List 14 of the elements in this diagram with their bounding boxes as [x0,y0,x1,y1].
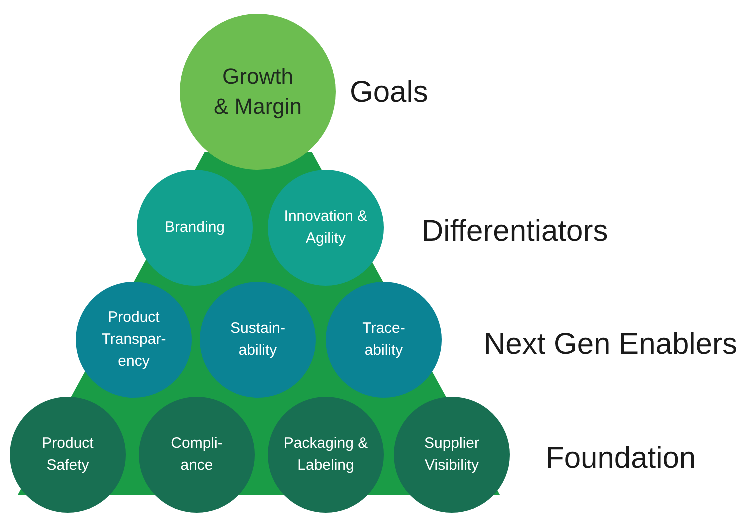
node-label: Product Safety [41,434,95,476]
node-label: Supplier Visibility [423,434,481,476]
tier-label: Next Gen Enablers [484,327,738,363]
tier-label: Foundation [546,441,696,477]
node-label: Growth & Margin [213,63,303,121]
node-label: Packaging & Labeling [282,434,370,476]
tier-label: Differentiators [422,214,608,250]
node-label: Trace-ability [362,319,406,361]
tier-label: Goals [350,75,428,111]
node-label: Innovation & Agility [283,207,369,249]
node-label: Branding [164,218,226,238]
node-label: Product Transpar-ency [100,308,168,372]
node-label: Sustain-ability [229,319,287,361]
node-label: Compli-ance [170,434,224,476]
